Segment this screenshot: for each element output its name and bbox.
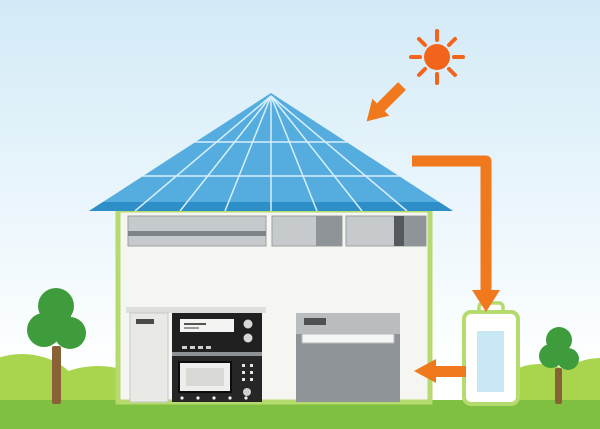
roof-eave <box>89 202 453 211</box>
window-right-bar <box>394 216 404 246</box>
tree-trunk <box>555 368 562 404</box>
oven-display-line <box>184 327 199 329</box>
window-left-sash <box>128 231 266 236</box>
tree-foliage <box>539 327 579 370</box>
sun-disc <box>424 44 450 70</box>
oven-buttons <box>182 346 211 349</box>
house <box>115 207 433 405</box>
arrow-roof-to-battery <box>412 155 500 312</box>
microwave-controls <box>242 364 253 381</box>
oven-divider <box>172 352 262 356</box>
sun-rays <box>409 29 465 85</box>
dishwasher-front <box>296 334 400 402</box>
dishwasher-handle <box>301 333 395 344</box>
energy-arrows <box>366 82 500 383</box>
oven-display <box>180 319 234 332</box>
cabinet <box>129 312 169 403</box>
arrow-sun-to-roof <box>366 82 406 122</box>
arrow-battery-to-appliances <box>414 359 466 383</box>
battery-screen <box>477 331 504 392</box>
oven-knob <box>243 333 253 343</box>
dishwasher-recess <box>304 318 326 325</box>
microwave-window-inner <box>186 368 224 386</box>
storage-battery <box>462 301 520 406</box>
tree-trunk <box>52 346 61 404</box>
counter-shadow <box>126 307 266 313</box>
base-buttons <box>180 396 248 400</box>
cabinet-handle <box>136 319 154 324</box>
oven-knob <box>243 319 253 329</box>
sun <box>409 29 465 85</box>
tree-foliage <box>27 288 86 349</box>
cabinet-panel <box>129 312 169 403</box>
tree-right <box>539 327 579 404</box>
oven-display-line <box>184 323 206 325</box>
window-center-pane <box>316 216 342 246</box>
microwave-knob <box>243 388 251 396</box>
dishwasher <box>296 313 400 402</box>
window-band <box>127 215 427 247</box>
window-right-pane <box>404 216 426 246</box>
oven-stack <box>172 313 262 402</box>
tree-left <box>27 288 86 404</box>
